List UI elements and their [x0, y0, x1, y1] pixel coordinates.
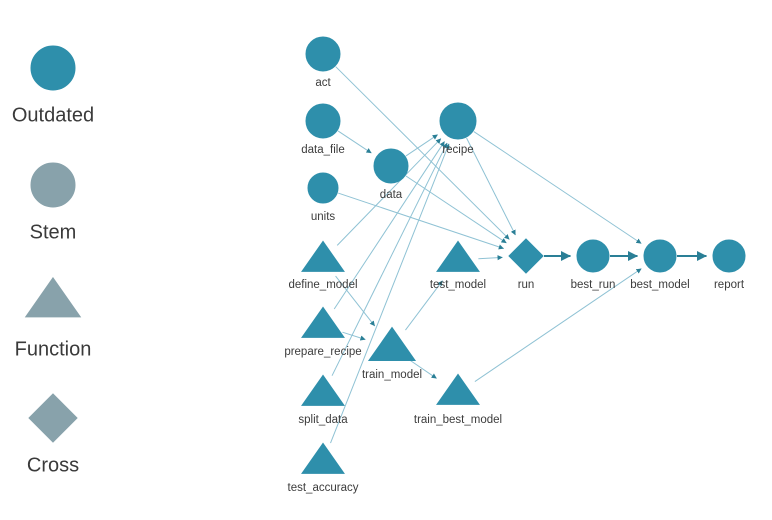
edge-split_data-to-recipe[interactable]	[331, 142, 448, 376]
node-label-data_file: data_file	[301, 144, 344, 156]
graph-node-prepare_recipe[interactable]: prepare_recipe	[284, 306, 362, 358]
node-label-train_model: train_model	[362, 369, 422, 381]
legend-swatch-circle-icon	[30, 45, 76, 91]
legend-label-function: Function	[15, 338, 92, 360]
node-shape-diamond-run[interactable]	[508, 238, 544, 274]
legend-item-function[interactable]: Function	[15, 276, 92, 360]
node-label-test_model: test_model	[430, 279, 486, 291]
node-label-prepare_recipe: prepare_recipe	[284, 346, 361, 358]
graph-node-test_model[interactable]: test_model	[430, 240, 486, 291]
node-shape-circle-report[interactable]	[712, 239, 746, 273]
edge-data-to-run[interactable]	[405, 175, 507, 244]
node-shape-triangle-define_model[interactable]	[301, 240, 345, 272]
edge-prepare_recipe-to-train_model[interactable]	[342, 331, 366, 341]
graph-node-train_best_model[interactable]: train_best_model	[414, 373, 502, 426]
node-label-run: run	[518, 279, 535, 291]
graph-node-data_file[interactable]: data_file	[301, 103, 345, 156]
edge-define_model-to-recipe[interactable]	[336, 138, 442, 246]
graph-node-run[interactable]: run	[508, 238, 544, 291]
legend-label-cross: Cross	[27, 454, 79, 476]
node-shape-circle-act[interactable]	[305, 36, 341, 72]
edge-train_model-to-train_best_model[interactable]	[410, 360, 437, 379]
edge-test_model-to-run[interactable]	[478, 255, 503, 261]
node-label-units: units	[311, 211, 336, 223]
edge-define_model-to-train_model[interactable]	[335, 275, 376, 327]
edge-recipe-to-run[interactable]	[466, 137, 516, 236]
edge-data_file-to-data[interactable]	[337, 130, 372, 154]
edge-data-to-recipe[interactable]	[405, 134, 438, 157]
graph-node-recipe[interactable]: recipe	[439, 102, 477, 156]
node-shape-circle-recipe[interactable]	[439, 102, 477, 140]
node-label-best_run: best_run	[571, 279, 616, 291]
legend-item-stem[interactable]: Stem	[30, 162, 77, 243]
node-label-report: report	[714, 279, 745, 291]
node-shape-triangle-test_model[interactable]	[436, 240, 480, 272]
graph-node-best_run[interactable]: best_run	[571, 239, 616, 291]
legend-label-stem: Stem	[30, 221, 77, 243]
graph-node-train_model[interactable]: train_model	[362, 326, 422, 381]
graph-node-define_model[interactable]: define_model	[288, 240, 358, 291]
edge-units-to-run[interactable]	[338, 192, 504, 250]
node-shape-circle-best_model[interactable]	[643, 239, 677, 273]
legend-swatch-diamond-icon	[28, 393, 78, 443]
node-shape-triangle-test_accuracy[interactable]	[301, 442, 345, 474]
graph-node-act[interactable]: act	[305, 36, 341, 89]
node-shape-triangle-train_model[interactable]	[367, 326, 417, 362]
legend-swatch-circle-icon	[30, 162, 76, 208]
node-label-recipe: recipe	[442, 144, 473, 156]
node-label-train_best_model: train_best_model	[414, 414, 502, 426]
graph-node-best_model[interactable]: best_model	[630, 239, 690, 291]
edge-prepare_recipe-to-recipe[interactable]	[333, 141, 445, 310]
legend-item-outdated[interactable]: Outdated	[12, 45, 94, 126]
graph-node-report[interactable]: report	[712, 239, 746, 291]
legend-swatch-triangle-icon	[24, 276, 82, 318]
node-label-split_data: split_data	[298, 414, 348, 426]
node-shape-triangle-prepare_recipe[interactable]	[301, 306, 345, 338]
node-label-best_model: best_model	[630, 279, 689, 291]
graph-node-data[interactable]: data	[373, 148, 409, 201]
node-shape-circle-data[interactable]	[373, 148, 409, 184]
node-label-data: data	[380, 189, 403, 201]
node-shape-triangle-train_best_model[interactable]	[436, 373, 480, 405]
graph-node-units[interactable]: units	[307, 172, 339, 223]
edge-recipe-to-best_model[interactable]	[473, 131, 642, 244]
legend-label-outdated: Outdated	[12, 104, 94, 126]
node-shape-triangle-split_data[interactable]	[301, 374, 345, 406]
node-label-test_accuracy: test_accuracy	[288, 482, 359, 494]
graph-node-test_accuracy[interactable]: test_accuracy	[288, 442, 359, 494]
node-shape-circle-units[interactable]	[307, 172, 339, 204]
edge-test_accuracy-to-recipe[interactable]	[330, 143, 450, 444]
node-label-act: act	[315, 77, 331, 89]
edge-train_model-to-test_model[interactable]	[405, 280, 443, 331]
edge-train_best_model-to-best_model[interactable]	[474, 268, 642, 382]
graph-node-split_data[interactable]: split_data	[298, 374, 348, 426]
edge-act-to-run[interactable]	[335, 66, 510, 240]
edges-layer	[330, 66, 707, 444]
node-label-define_model: define_model	[288, 279, 357, 291]
node-shape-circle-data_file[interactable]	[305, 103, 341, 139]
node-shape-circle-best_run[interactable]	[576, 239, 610, 273]
legend-item-cross[interactable]: Cross	[27, 393, 79, 476]
